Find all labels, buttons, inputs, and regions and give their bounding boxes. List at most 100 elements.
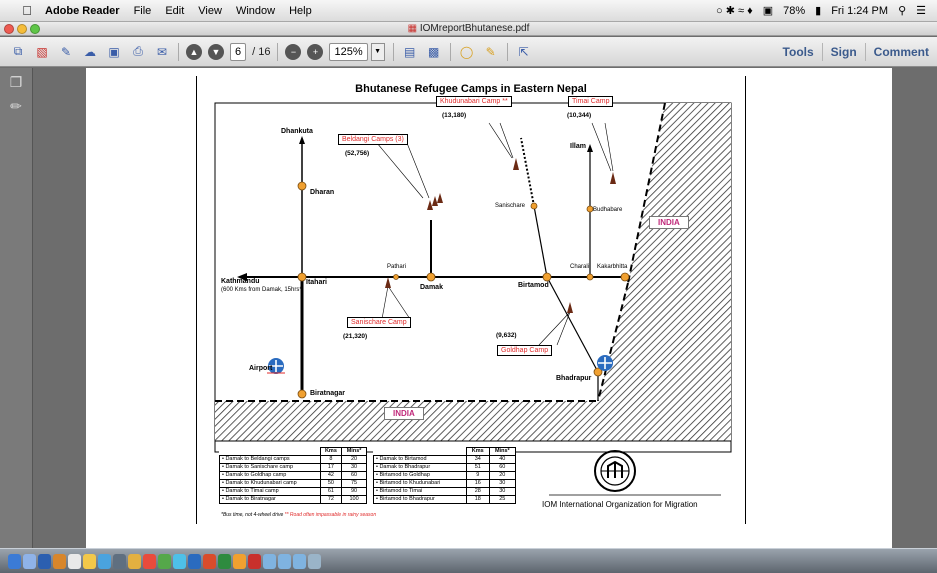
zoom-input[interactable]: 125%: [329, 42, 368, 61]
document-view[interactable]: Bhutanese Refugee Camps in Eastern Nepal: [34, 68, 937, 548]
folder-icon[interactable]: [293, 553, 306, 569]
menu-file[interactable]: File: [133, 4, 152, 17]
notes-icon[interactable]: [83, 553, 96, 569]
previous-page-icon[interactable]: ▲: [186, 43, 202, 60]
sign-button[interactable]: Sign: [821, 42, 865, 61]
arrow-dhankuta: [299, 136, 305, 144]
folder-icon[interactable]: [263, 553, 276, 569]
chrome-icon[interactable]: [143, 553, 156, 569]
vlc-icon[interactable]: [233, 553, 246, 569]
table-header: Kms: [465, 447, 490, 456]
town-nodes: [297, 181, 630, 399]
print-icon[interactable]: ⎙: [133, 44, 143, 58]
menu-help[interactable]: Help: [289, 4, 312, 17]
menu-view[interactable]: View: [198, 4, 222, 17]
flag-icon[interactable]: ▣: [762, 5, 774, 17]
create-pdf-icon[interactable]: ⧉: [13, 44, 23, 58]
photos-icon[interactable]: [128, 553, 141, 569]
attachments-icon[interactable]: ✏: [10, 98, 22, 114]
contacts-icon[interactable]: [53, 553, 66, 569]
trash-icon[interactable]: [308, 553, 321, 569]
close-icon[interactable]: [4, 24, 14, 34]
minimize-icon[interactable]: [17, 24, 27, 34]
fit-width-icon[interactable]: ▩: [427, 44, 440, 59]
window-title-bar: ▦ IOMreportBhutanese.pdf: [0, 22, 937, 36]
menu-app-name[interactable]: Adobe Reader: [45, 4, 120, 17]
save-icon[interactable]: ▣: [108, 44, 120, 59]
apple-icon[interactable]: : [16, 3, 38, 18]
facetime-icon[interactable]: [158, 553, 171, 569]
list-icon[interactable]: ☰: [916, 5, 926, 17]
table-header: Mins*: [341, 447, 367, 456]
footnote-bus: *Bus time, not 4-wheel drive: [221, 512, 284, 518]
skype-icon[interactable]: [173, 553, 186, 569]
upload-icon[interactable]: ☁: [84, 44, 96, 59]
calendar-icon[interactable]: [68, 553, 81, 569]
label-dhankuta: Dhankuta: [281, 128, 313, 135]
label-india-east: INDIA: [649, 216, 689, 229]
clock[interactable]: Fri 1:24 PM: [831, 4, 889, 17]
highlight-icon[interactable]: ✎: [485, 44, 496, 59]
pop-khudunabari: (13,180): [442, 112, 467, 119]
page-thumbnails-icon[interactable]: ❐: [9, 74, 23, 90]
toolbar-separator: [449, 42, 451, 61]
road-bhadrapur: [546, 276, 599, 373]
itunes-icon[interactable]: [113, 553, 126, 569]
battery-icon[interactable]: ▮: [815, 5, 822, 17]
spotlight-icon[interactable]: ⚲: [898, 5, 907, 17]
folder-icon[interactable]: [278, 553, 291, 569]
zoom-out-icon[interactable]: −: [285, 43, 302, 60]
page-number-input[interactable]: 6: [230, 42, 247, 61]
table-header: Kms: [319, 447, 343, 456]
page-total: / 16: [252, 45, 271, 58]
node-biratnagar: [297, 389, 307, 399]
email-icon[interactable]: ✉: [156, 44, 168, 59]
menu-window[interactable]: Window: [235, 4, 276, 17]
comment-button[interactable]: Comment: [864, 42, 937, 61]
table-footnote: *Bus time, not 4-wheel drive ** Road oft…: [221, 512, 376, 518]
comment-icon[interactable]: ◯: [459, 44, 474, 59]
menu-edit[interactable]: Edit: [165, 4, 185, 17]
camp-box-khudunabari: Khudunabari Camp **: [436, 96, 512, 107]
edit-icon[interactable]: ✎: [60, 44, 72, 59]
label-kathmandu-note: (600 Kms from Damak, 15hrs*): [221, 287, 304, 293]
label-india-south: INDIA: [384, 407, 424, 420]
arrow-kathmandu: [237, 273, 247, 281]
launchpad-icon[interactable]: [23, 553, 36, 569]
zoom-dropdown-icon[interactable]: ▼: [370, 42, 385, 61]
tent-icon: [437, 193, 443, 203]
excel-icon[interactable]: [218, 553, 231, 569]
tools-button[interactable]: Tools: [782, 44, 814, 59]
zoom-in-icon[interactable]: +: [307, 43, 324, 60]
open-icon[interactable]: ▧: [36, 44, 48, 59]
label-biratnagar: Biratnagar: [310, 390, 346, 397]
adobe-reader-icon[interactable]: [248, 553, 261, 569]
pop-beldangi: (52,756): [345, 150, 370, 157]
word-icon[interactable]: [188, 553, 201, 569]
next-page-icon[interactable]: ▼: [208, 43, 224, 60]
finder-icon[interactable]: [8, 553, 21, 569]
camp-box-goldhap: Goldhap Camp: [497, 345, 553, 356]
safari-icon[interactable]: [98, 553, 111, 569]
mail-icon[interactable]: [38, 553, 51, 569]
status-icons[interactable]: ○ ✱ ≈ ♦: [716, 5, 753, 17]
powerpoint-icon[interactable]: [203, 553, 216, 569]
label-bhadrapur: Bhadrapur: [556, 375, 592, 382]
arrow-ilam: [587, 144, 593, 152]
fit-page-icon[interactable]: ▤: [403, 44, 416, 59]
fullscreen-icon[interactable]: ⇱: [518, 44, 529, 59]
border-line: [597, 282, 629, 402]
zoom-icon[interactable]: [30, 24, 40, 34]
label-charali: Charali: [570, 264, 590, 270]
battery-status[interactable]: 78%: [783, 4, 806, 17]
tent-icon: [385, 277, 391, 288]
navigation-pane: ❐ ✏: [0, 68, 33, 548]
tent-icon: [567, 302, 573, 313]
